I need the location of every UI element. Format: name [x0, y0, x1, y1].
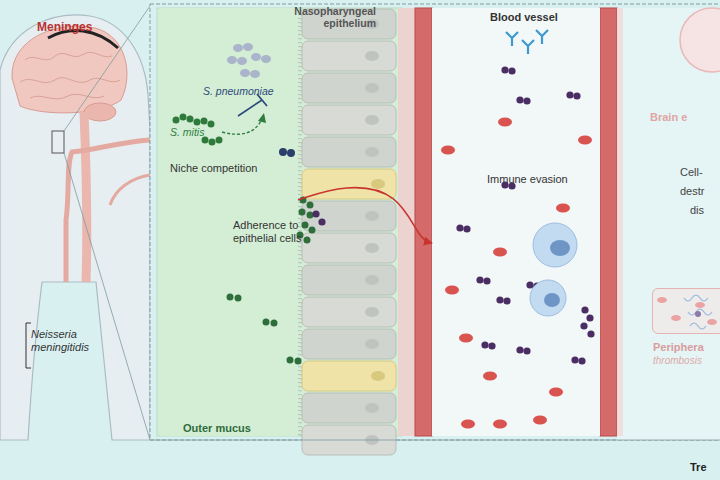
epithelial-cell — [302, 201, 396, 231]
head-illustration — [66, 140, 150, 282]
vessel-wall — [617, 8, 720, 440]
epithelial-cell — [302, 361, 396, 391]
epithelial-cell — [365, 243, 379, 253]
zoom-panel — [150, 4, 720, 440]
epithelial-cell — [302, 105, 396, 135]
bacterium — [302, 222, 309, 229]
epithelial-cell — [365, 403, 379, 413]
head-illustration — [84, 103, 116, 121]
epithelial-cell — [302, 425, 396, 455]
zoom-panel — [157, 8, 402, 436]
label-text: Meninges — [37, 20, 92, 34]
head-illustration — [20, 78, 120, 83]
epithelial-cell — [295, 9, 396, 455]
head-illustration — [84, 112, 87, 282]
vessel-wall — [398, 8, 720, 440]
epithelial-cell — [302, 169, 396, 199]
arrow-connector — [298, 188, 432, 243]
vessel-lumen: Blood vesselImmune evasion — [432, 8, 600, 436]
region-label: Outer mucus — [183, 422, 251, 435]
label-text: destr — [680, 185, 704, 198]
label-text: Adherence to epithelial cells — [233, 219, 313, 245]
bacterium — [307, 202, 314, 209]
epithelial-cell — [365, 435, 379, 445]
epithelial-cell — [371, 179, 385, 189]
epithelial-cell — [302, 137, 396, 167]
epithelial-cell — [302, 41, 396, 71]
epithelial-cell — [302, 297, 396, 327]
faded-brain-panel — [680, 8, 720, 72]
vessel-wall — [398, 8, 415, 436]
vessel-wall — [415, 8, 432, 436]
bacterium — [299, 209, 306, 216]
head-illustration — [64, 153, 150, 440]
epithelial-cell — [365, 147, 379, 157]
epithelial-cell — [302, 329, 396, 359]
head-illustration — [110, 175, 150, 205]
label-text: Tre — [690, 461, 707, 474]
region-label: Immune evasion — [487, 173, 568, 186]
head-illustration — [30, 94, 104, 99]
zoom-panel — [150, 4, 720, 440]
epithelial-cell — [302, 393, 396, 423]
head-illustration — [12, 26, 127, 113]
bacterium — [309, 227, 316, 234]
epithelial-cell — [365, 115, 379, 125]
thrombosis-panel: Peripherathrombosis — [652, 288, 720, 334]
faded-brain-panel — [680, 8, 720, 72]
epithelial-cell — [302, 233, 396, 263]
bacterium — [307, 212, 314, 219]
epithelial-cell — [302, 73, 396, 103]
vessel-wall — [600, 8, 617, 436]
epithelial-cell — [302, 265, 396, 295]
label-text: Brain e — [650, 111, 687, 124]
vessel-wall — [617, 8, 623, 436]
label-text: Nasopharyngeal epithelium — [280, 5, 376, 30]
label-text: Neisseria meningitidis — [31, 328, 101, 354]
bacterium — [304, 237, 311, 244]
label-text: S. mitis — [170, 126, 204, 138]
bacterium — [300, 197, 307, 204]
panel-edge — [150, 440, 720, 441]
epithelial-cell — [371, 371, 385, 381]
epithelial-cell — [365, 51, 379, 61]
epithelial-cell — [365, 307, 379, 317]
label-text: dis — [690, 204, 704, 217]
epithelial-cell — [365, 211, 379, 221]
label-text: S. pneumoniae — [203, 85, 274, 97]
head-illustration — [0, 6, 150, 440]
bacterium — [318, 218, 325, 225]
head-illustration — [25, 52, 112, 60]
epithelial-cell — [365, 83, 379, 93]
label-text: Niche competition — [170, 162, 257, 175]
head-illustration — [52, 131, 64, 153]
bacterium — [312, 210, 319, 217]
epithelial-cell — [365, 339, 379, 349]
head-illustration — [26, 323, 31, 368]
epithelial-cell — [365, 275, 379, 285]
region-label: thrombosis — [653, 355, 702, 367]
head-illustration — [0, 15, 150, 440]
region-label: Blood vessel — [490, 11, 558, 24]
region-label: Periphera — [653, 341, 704, 354]
label-text: Cell- — [680, 166, 703, 179]
